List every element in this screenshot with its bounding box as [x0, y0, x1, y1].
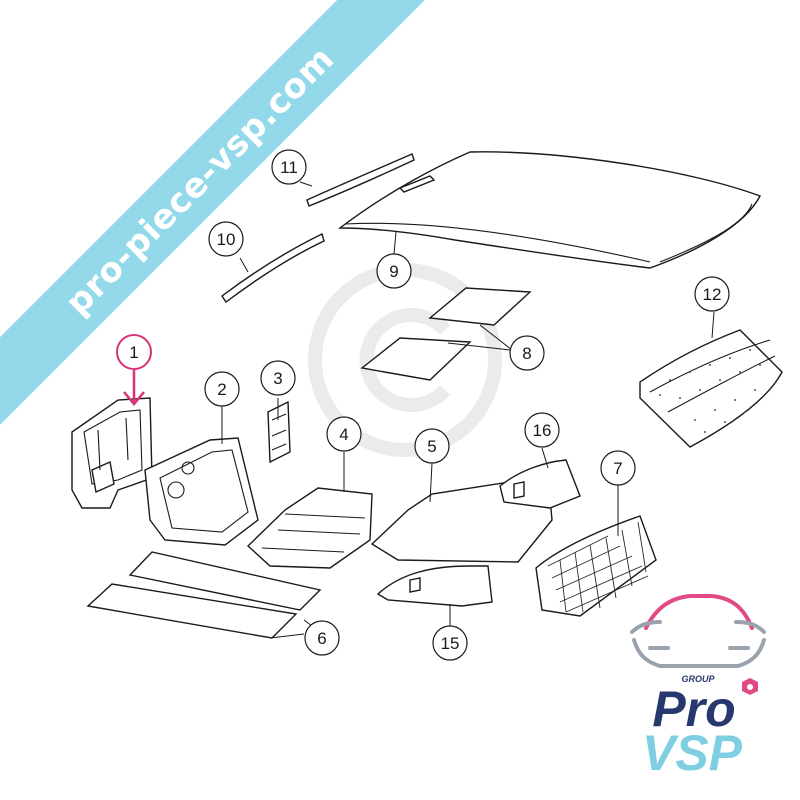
svg-text:2: 2: [217, 380, 226, 399]
svg-text:12: 12: [703, 285, 722, 304]
svg-text:16: 16: [533, 421, 552, 440]
callout-7: 7: [600, 450, 636, 486]
highlight-arrow-icon: [123, 370, 145, 406]
callout-4: 4: [326, 416, 362, 452]
svg-text:8: 8: [522, 344, 531, 363]
callout-11: 11: [271, 149, 307, 185]
car-outline-icon: [630, 594, 766, 668]
svg-text:1: 1: [129, 343, 138, 362]
part-2-front-floor: [144, 437, 259, 546]
svg-text:4: 4: [339, 425, 348, 444]
callout-16: 16: [524, 412, 560, 448]
part-7-cargo-net: [535, 515, 657, 617]
callout-10: 10: [208, 221, 244, 257]
svg-text:10: 10: [217, 230, 236, 249]
provsp-logo: GROUP Pro VSP: [630, 594, 766, 781]
part-16-arch-trim: [499, 459, 581, 509]
hex-nut-icon: [742, 678, 758, 695]
svg-text:6: 6: [317, 629, 326, 648]
part-6-sill-strips: [86, 551, 322, 639]
svg-text:Pro: Pro: [652, 681, 735, 737]
part-8-panels: [360, 287, 532, 381]
callout-6: 6: [304, 620, 340, 656]
part-11-roof-strip: [306, 153, 415, 207]
svg-text:GROUP: GROUP: [681, 674, 715, 684]
callout-2: 2: [204, 371, 240, 407]
callout-leaders: [221, 181, 715, 639]
callout-3: 3: [260, 360, 296, 396]
callout-5: 5: [414, 428, 450, 464]
svg-text:5: 5: [427, 437, 436, 456]
callout-9: 9: [376, 253, 412, 289]
part-4-rear-floor: [246, 487, 373, 569]
part-12-rear-tray: [639, 329, 783, 448]
svg-text:7: 7: [613, 459, 622, 478]
svg-text:15: 15: [441, 634, 460, 653]
callout-12: 12: [694, 276, 730, 312]
svg-text:VSP: VSP: [642, 725, 743, 781]
part-3-bracket: [267, 400, 291, 464]
svg-text:9: 9: [389, 262, 398, 281]
part-1-bulkhead: [71, 397, 153, 509]
svg-text:11: 11: [280, 158, 298, 177]
svg-text:3: 3: [273, 369, 282, 388]
callout-1: 1: [116, 334, 152, 370]
part-15-trim: [376, 565, 493, 607]
callout-15: 15: [432, 625, 468, 661]
callout-8: 8: [509, 335, 545, 371]
part-9-roof-panel: [337, 151, 761, 269]
part-10-roof-strip: [221, 233, 325, 304]
